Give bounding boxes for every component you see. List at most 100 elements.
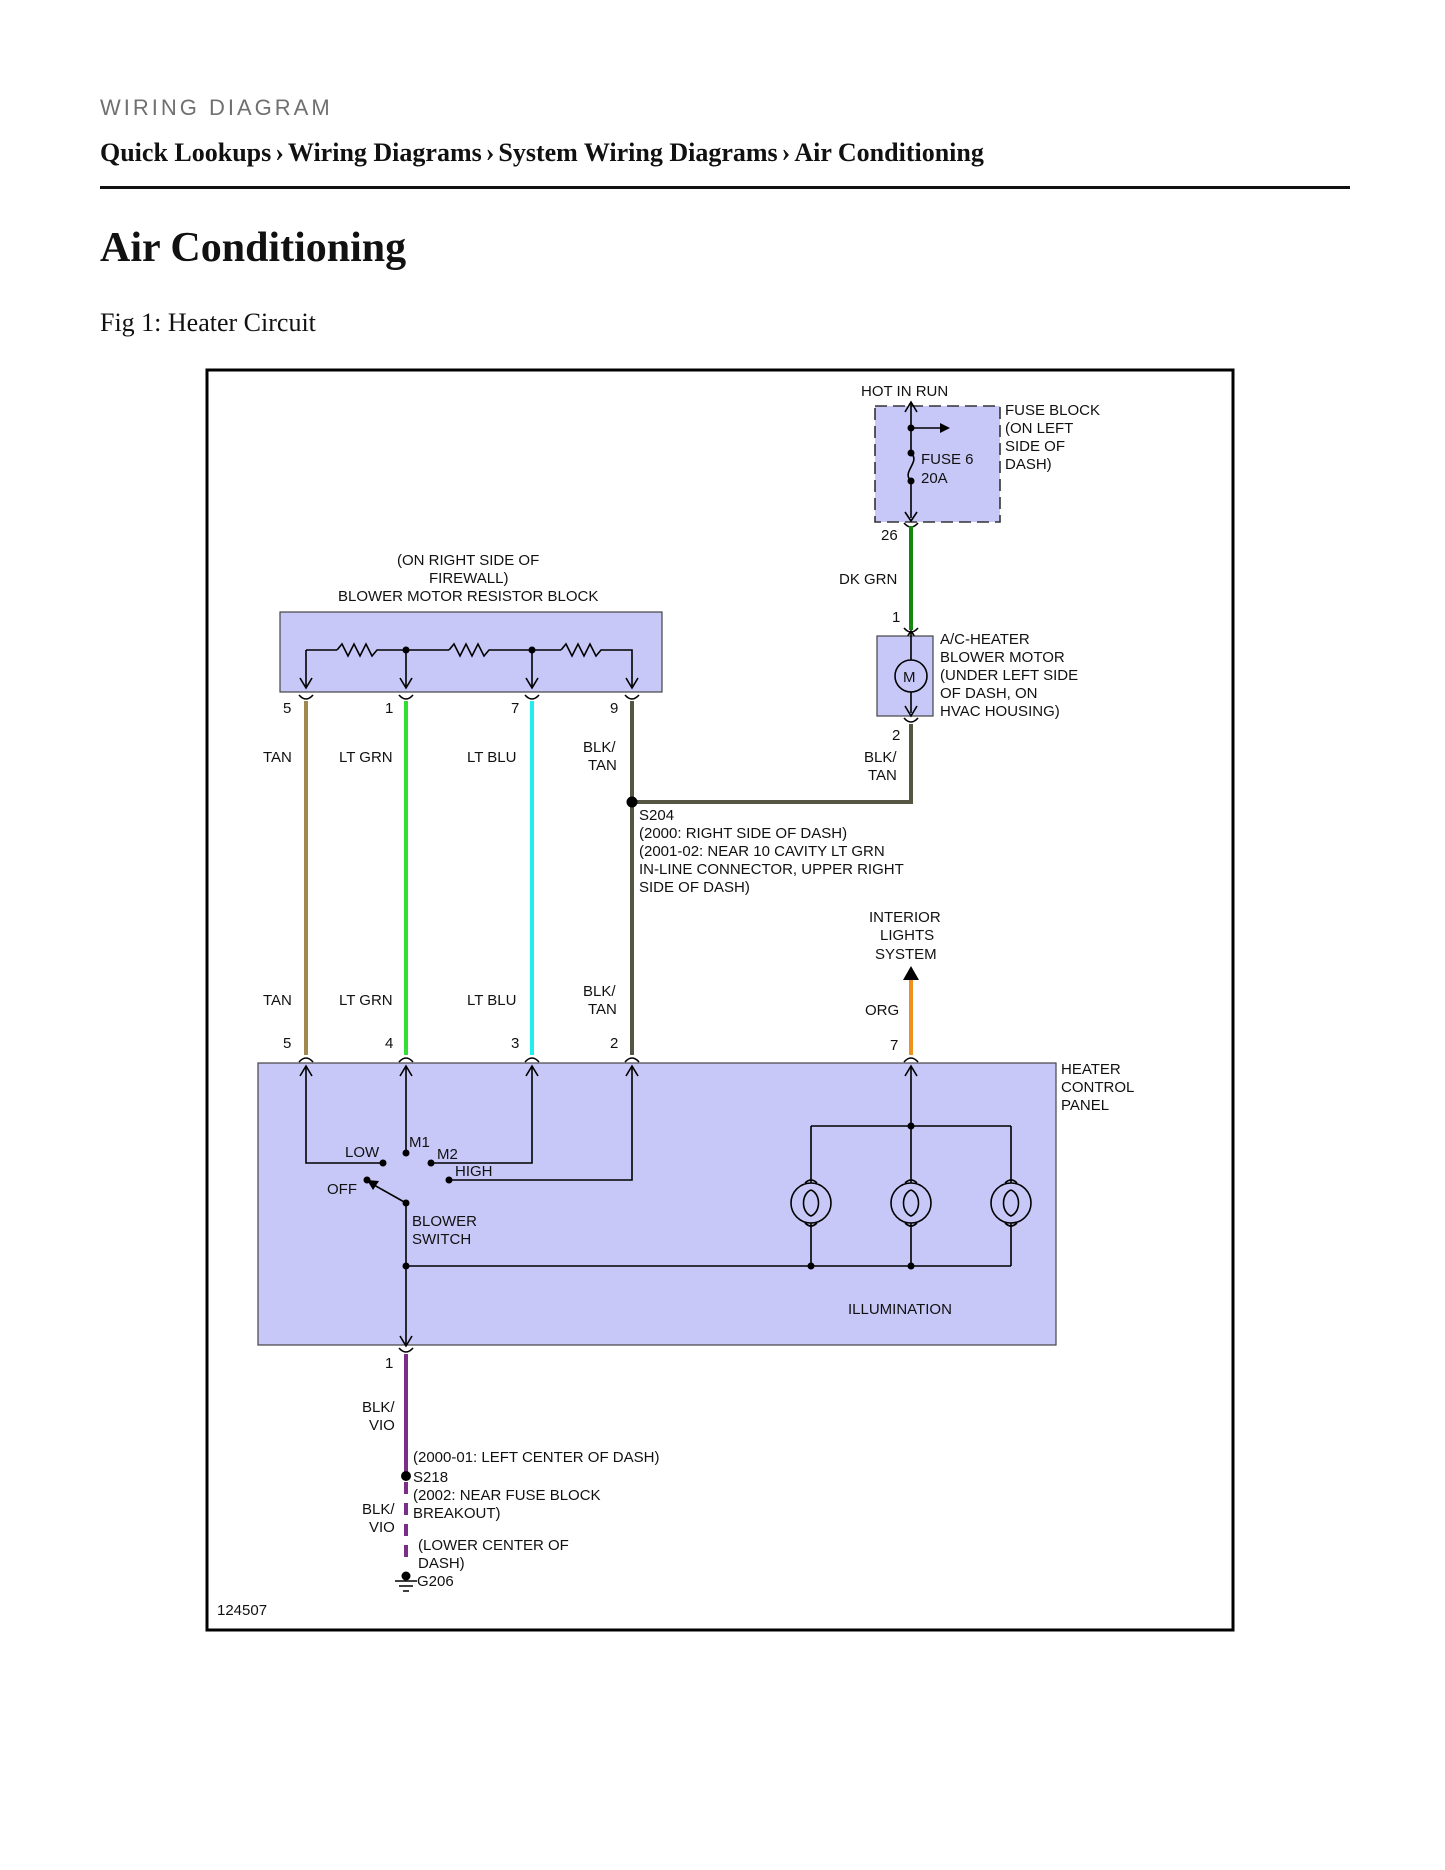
wire-label-blk-tan-upper: BLK/ TAN [583, 739, 617, 774]
wire-label-tan-upper: TAN [263, 749, 292, 766]
breadcrumb-separator: › [781, 138, 791, 167]
splice-s218-note-2000: (2000-01: LEFT CENTER OF DASH) [413, 1449, 659, 1466]
resistor-pin-9: 9 [610, 700, 618, 717]
panel-pin-3: 3 [511, 1035, 519, 1052]
motor-pin-2: 2 [892, 727, 900, 744]
svg-text:VIO: VIO [369, 1519, 395, 1536]
svg-text:(2000: RIGHT SIDE OF DASH): (2000: RIGHT SIDE OF DASH) [639, 825, 847, 842]
svg-text:FUSE BLOCK: FUSE BLOCK [1005, 402, 1100, 419]
section-kicker: WIRING DIAGRAM [100, 95, 333, 120]
wire-label-org: ORG [865, 1002, 899, 1019]
svg-text:BLOWER MOTOR RESISTOR BLOCK: BLOWER MOTOR RESISTOR BLOCK [338, 588, 598, 605]
breadcrumb-link-system-wiring-diagrams[interactable]: System Wiring Diagrams [498, 138, 778, 167]
svg-text:(ON RIGHT SIDE OF: (ON RIGHT SIDE OF [397, 552, 539, 569]
svg-text:IN-LINE CONNECTOR, UPPER RIGHT: IN-LINE CONNECTOR, UPPER RIGHT [639, 861, 904, 878]
switch-position-off: OFF [327, 1181, 357, 1198]
ground-g206-label: G206 [417, 1573, 454, 1590]
lamp-3-icon [990, 1179, 1032, 1227]
splice-s218-label: S218 [413, 1469, 448, 1486]
svg-text:VIO: VIO [369, 1417, 395, 1434]
illumination-circuit [402, 1066, 1012, 1270]
svg-text:PANEL: PANEL [1061, 1097, 1109, 1114]
wire-label-lt-blu-lower: LT BLU [467, 992, 516, 1009]
resistor-pin-7: 7 [511, 700, 519, 717]
resistor-network [299, 642, 639, 690]
header-divider [100, 186, 1350, 189]
breadcrumb: Quick Lookups›Wiring Diagrams›System Wir… [100, 138, 984, 168]
svg-text:BREAKOUT): BREAKOUT) [413, 1505, 501, 1522]
resistor-pin-5: 5 [283, 700, 291, 717]
switch-position-m1: M1 [409, 1134, 430, 1151]
breadcrumb-link-wiring-diagrams[interactable]: Wiring Diagrams [287, 138, 482, 167]
svg-text:TAN: TAN [868, 767, 897, 784]
wire-label-dk-grn: DK GRN [839, 571, 897, 588]
breadcrumb-current: Air Conditioning [794, 138, 984, 167]
interior-lights-label: INTERIOR LIGHTS SYSTEM [869, 909, 941, 963]
splice-s204 [626, 796, 638, 808]
panel-pin-4: 4 [385, 1035, 393, 1052]
svg-text:DASH): DASH) [418, 1555, 465, 1572]
svg-text:BLK/: BLK/ [583, 983, 616, 1000]
fuse-6-label: FUSE 6 [921, 451, 974, 468]
svg-text:BLK/: BLK/ [583, 739, 616, 756]
svg-text:BLK/: BLK/ [864, 749, 897, 766]
svg-text:(ON LEFT: (ON LEFT [1005, 420, 1073, 437]
panel-pin-5: 5 [283, 1035, 291, 1052]
switch-position-low: LOW [345, 1144, 380, 1161]
lamp-1-icon [790, 1179, 832, 1227]
blower-motor-label: A/C-HEATER BLOWER MOTOR (UNDER LEFT SIDE… [940, 631, 1078, 720]
svg-text:HVAC HOUSING): HVAC HOUSING) [940, 703, 1060, 720]
ground-g206-location: (LOWER CENTER OF DASH) [418, 1537, 569, 1572]
motor-pin-1: 1 [892, 609, 900, 626]
splice-s218-note-2002: (2002: NEAR FUSE BLOCK BREAKOUT) [413, 1487, 601, 1522]
svg-text:(2001-02: NEAR 10 CAVITY LT GR: (2001-02: NEAR 10 CAVITY LT GRN [639, 843, 885, 860]
resistor-block-label: (ON RIGHT SIDE OF FIREWALL) BLOWER MOTOR… [338, 552, 598, 605]
svg-text:OF DASH, ON: OF DASH, ON [940, 685, 1038, 702]
resistor-1-icon [336, 642, 406, 658]
switch-position-high: HIGH [455, 1163, 493, 1180]
resistor-block-connectors [298, 694, 640, 700]
svg-text:HEATER: HEATER [1061, 1061, 1121, 1078]
blower-motor-resistor-block [279, 611, 663, 693]
wire-label-blk-tan-motor: BLK/ TAN [864, 749, 897, 784]
illumination-label: ILLUMINATION [848, 1301, 952, 1318]
blower-switch-label: BLOWER SWITCH [412, 1213, 477, 1248]
svg-text:BLK/: BLK/ [362, 1399, 395, 1416]
splice-s218 [401, 1471, 411, 1481]
svg-text:TAN: TAN [588, 757, 617, 774]
figure-id: 124507 [217, 1602, 267, 1619]
switch-position-m2: M2 [437, 1146, 458, 1163]
motor-icon [894, 659, 928, 693]
svg-text:INTERIOR: INTERIOR [869, 909, 941, 926]
wire-label-blk-vio-lower: BLK/ VIO [362, 1501, 395, 1536]
breadcrumb-link-quick-lookups[interactable]: Quick Lookups [100, 138, 272, 167]
wire-label-lt-blu-upper: LT BLU [467, 749, 516, 766]
resistor-pin-1: 1 [385, 700, 393, 717]
hot-in-run-label: HOT IN RUN [861, 383, 948, 400]
svg-text:CONTROL: CONTROL [1061, 1079, 1134, 1096]
interior-lights-arrow-icon [903, 966, 919, 980]
motor-symbol: M [903, 669, 916, 686]
wire-blk-tan-motor [632, 724, 913, 804]
fuse-block-label: FUSE BLOCK (ON LEFT SIDE OF DASH) [1005, 402, 1100, 473]
svg-text:SYSTEM: SYSTEM [875, 946, 937, 963]
page-title: Air Conditioning [100, 225, 407, 271]
svg-text:BLOWER MOTOR: BLOWER MOTOR [940, 649, 1065, 666]
breadcrumb-separator: › [485, 138, 495, 167]
ground-icon [395, 1571, 417, 1592]
heater-control-panel-label: HEATER CONTROL PANEL [1061, 1061, 1134, 1114]
panel-pin-1: 1 [385, 1355, 393, 1372]
svg-text:(LOWER CENTER OF: (LOWER CENTER OF [418, 1537, 569, 1554]
wire-label-blk-vio-upper: BLK/ VIO [362, 1399, 395, 1434]
svg-text:TAN: TAN [588, 1001, 617, 1018]
wire-label-lt-grn-upper: LT GRN [339, 749, 393, 766]
resistor-3-icon [560, 642, 633, 686]
wire-label-blk-tan-lower: BLK/ TAN [583, 983, 617, 1018]
diagram-frame [205, 368, 1235, 1632]
svg-text:SIDE OF DASH): SIDE OF DASH) [639, 879, 750, 896]
blower-switch-blade [373, 1184, 407, 1204]
wire-label-tan-lower: TAN [263, 992, 292, 1009]
blower-switch [305, 1066, 633, 1266]
wire-label-lt-grn-lower: LT GRN [339, 992, 393, 1009]
panel-pin-2: 2 [610, 1035, 618, 1052]
